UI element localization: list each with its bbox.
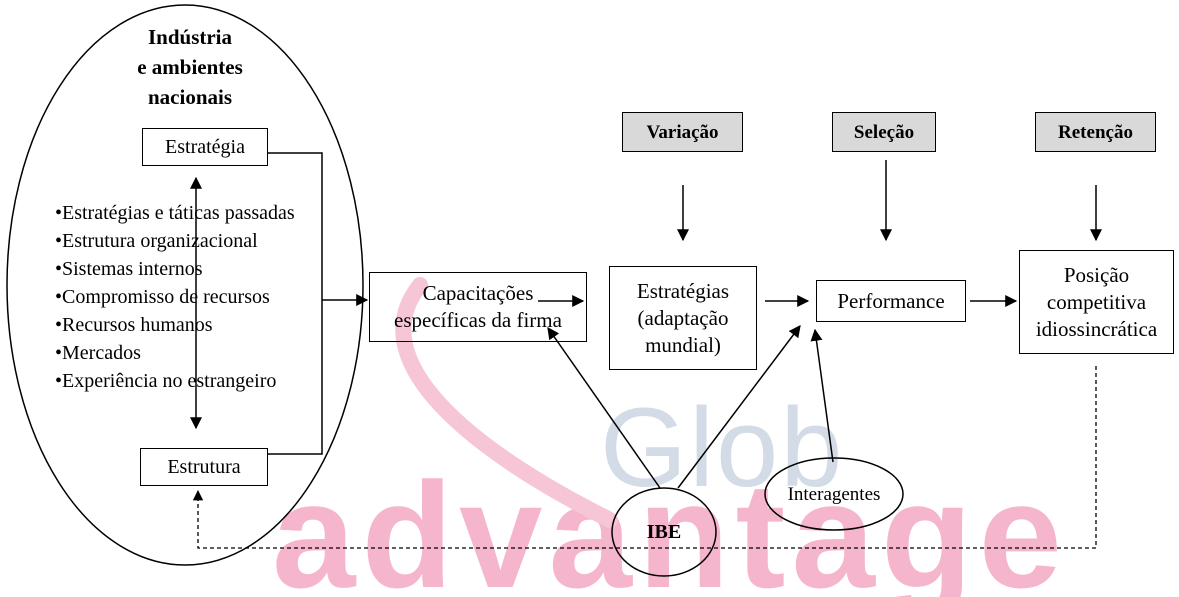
capabilities-box: Capacitações específicas da firma: [369, 272, 587, 342]
context-ellipse: [6, 4, 364, 566]
interagentes-ellipse: [764, 457, 904, 531]
performance-box-label: Performance: [837, 288, 945, 313]
factor-item: •Sistemas internos: [55, 258, 203, 280]
structure-box: Estrutura: [140, 448, 268, 486]
strategies-box: Estratégias (adaptação mundial): [609, 266, 757, 370]
factor-item: •Mercados: [55, 342, 141, 364]
strategies-box-label: Estratégias (adaptação mundial): [636, 278, 730, 357]
bracket-connector: [268, 152, 323, 455]
ibe-to-capabilities-arrow: [547, 327, 661, 489]
factor-item: •Compromisso de recursos: [55, 286, 270, 308]
retention-header: Retenção: [1035, 112, 1156, 152]
strategy-box: Estratégia: [142, 128, 268, 166]
retention-header-label: Retenção: [1058, 121, 1133, 143]
ibe-to-performance-arrow: [677, 325, 801, 489]
variation-header: Variação: [622, 112, 743, 152]
performance-box: Performance: [816, 280, 966, 322]
competitive-position-box: Posição competitiva idiossincrática: [1019, 250, 1174, 354]
ibe-ellipse: [611, 487, 717, 577]
capabilities-box-label: Capacitações específicas da firma: [394, 281, 562, 332]
competitive-position-box-label: Posição competitiva idiossincrática: [1035, 262, 1158, 341]
factor-item: •Experiência no estrangeiro: [55, 370, 277, 392]
factor-item: •Recursos humanos: [55, 314, 213, 336]
feedback-loop-dashed: [192, 366, 1097, 549]
watermark-advantage: advantage: [272, 451, 1068, 597]
strategy-box-label: Estratégia: [165, 135, 245, 158]
variation-header-label: Variação: [646, 121, 719, 143]
factor-item: •Estrutura organizacional: [55, 230, 258, 252]
selection-header: Seleção: [832, 112, 936, 152]
factor-item: •Estratégias e táticas passadas: [55, 202, 295, 224]
interagentes-label: Interagentes: [787, 484, 881, 505]
watermark-glob: Glob: [600, 385, 845, 510]
structure-box-label: Estrutura: [167, 455, 241, 478]
watermark-swoosh: [395, 277, 618, 528]
ibe-label: IBE: [646, 520, 682, 543]
interagentes-to-performance-arrow: [810, 328, 834, 463]
selection-header-label: Seleção: [853, 121, 915, 143]
context-title: Indústria e ambientes nacionais: [137, 25, 243, 109]
